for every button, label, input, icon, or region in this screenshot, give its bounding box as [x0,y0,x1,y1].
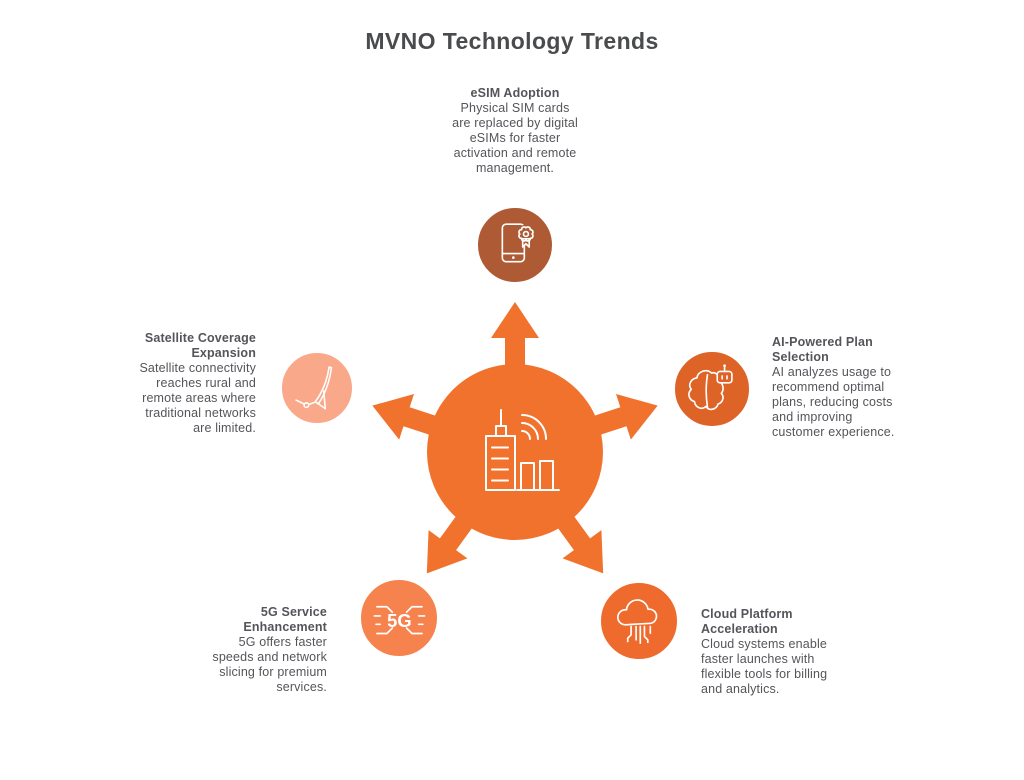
label-ai: AI-Powered Plan Selection AI analyzes us… [772,335,972,440]
label-cloud-heading: Cloud Platform Acceleration [701,607,793,636]
label-esim-heading: eSIM Adoption [470,86,560,100]
label-satellite: Satellite Coverage Expansion Satellite c… [56,331,256,436]
page-title: MVNO Technology Trends [365,28,659,54]
label-satellite-heading: Satellite Coverage Expansion [144,331,256,360]
node-circle-cloud [598,580,680,662]
label-5g-body: 5G offers faster speeds and network slic… [212,635,327,694]
label-esim: eSIM Adoption Physical SIM cards are rep… [395,86,635,176]
node-circle-ai [672,349,752,429]
label-esim-body: Physical SIM cards are replaced by digit… [452,101,578,175]
robot-head [716,371,734,385]
label-cloud: Cloud Platform Acceleration Cloud system… [701,607,886,697]
5g-label: 5G [387,609,412,630]
label-5g: 5G Service Enhancement 5G offers faster … [127,605,327,695]
label-ai-heading: AI-Powered Plan Selection [772,335,873,364]
label-satellite-body: Satellite connectivity reaches rural and… [139,361,256,435]
node-circle-esim [475,205,555,285]
cloud-circuit-icon [616,598,657,644]
hub-fill [372,302,658,574]
label-cloud-body: Cloud systems enable faster launches wit… [701,637,828,696]
phone-award-badge-icon [501,223,536,263]
building-signal-bars-icon [485,409,560,491]
label-5g-heading: 5G Service Enhancement [243,605,327,634]
node-circle-satellite [279,350,355,426]
arrow-up [491,302,539,388]
satellite-dish-icon [295,366,333,410]
label-ai-body: AI analyzes usage to recommend optimal p… [772,365,895,439]
5g-circuit-icon: 5G [373,605,425,634]
brain-robot-icon [688,364,734,411]
node-circle-5g: 5G [358,577,440,659]
